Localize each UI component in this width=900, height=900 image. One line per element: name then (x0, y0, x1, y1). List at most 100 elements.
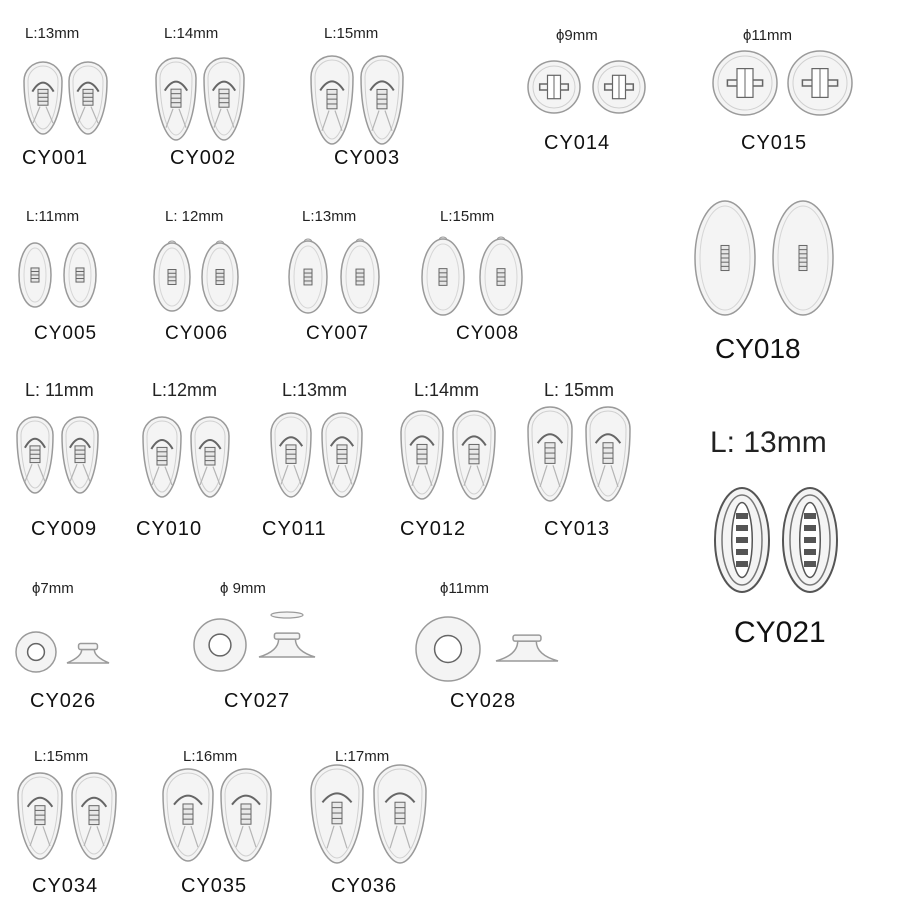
model-code: CY007 (306, 323, 370, 344)
item-cy012: L:14mm CY012 (392, 375, 507, 545)
model-code: CY015 (741, 132, 808, 154)
nose-pad-shape (340, 238, 380, 314)
screw-pad-top-view (193, 618, 247, 672)
pad-pair-image (16, 416, 99, 494)
dimension-label: L:14mm (164, 25, 219, 42)
dimension-label: ϕ9mm (556, 27, 598, 44)
nose-pad-shape (787, 50, 853, 116)
dimension-label: L: 15mm (544, 380, 615, 400)
nose-pad-shape (585, 406, 631, 502)
model-code: CY027 (224, 690, 291, 712)
item-cy027: ϕ 9mm CY027 (190, 575, 325, 720)
pad-pair-image (421, 236, 523, 316)
item-cy002: L:14mm CY002 (148, 20, 258, 180)
nose-pad-shape (153, 240, 191, 312)
pad-pair-image (694, 200, 834, 316)
dimension-label: L:15mm (34, 748, 89, 765)
model-code: CY013 (544, 518, 611, 540)
item-cy007: L:13mm CY007 (282, 205, 387, 355)
nose-pad-shape (18, 242, 52, 308)
model-code: CY036 (331, 875, 398, 897)
nose-pad-shape (321, 412, 363, 498)
screw-pad-top-view (15, 631, 57, 673)
dimension-label: ϕ 9mm (220, 580, 266, 597)
dimension-label: ϕ11mm (440, 580, 489, 597)
nose-pad-shape (694, 200, 756, 316)
dimension-label: L:14mm (414, 380, 480, 400)
nose-pad-shape (220, 768, 272, 862)
pad-pair-image (310, 764, 427, 864)
nose-pad-shape (527, 406, 573, 502)
pad-pair-image (18, 242, 97, 308)
dimension-label: L:13mm (302, 208, 357, 225)
pad-pair-image (527, 60, 646, 114)
pad-pair-image (15, 631, 110, 673)
pad-pair-image (400, 410, 496, 500)
model-code: CY009 (31, 518, 98, 540)
dimension-label: L:13mm (25, 25, 80, 42)
item-cy010: L:12mm CY010 (132, 375, 237, 545)
screw-pad-side-view (495, 634, 559, 662)
dimension-label: L:15mm (440, 208, 495, 225)
model-code: CY003 (334, 147, 401, 169)
nose-pad-shape (527, 60, 581, 114)
nose-pad-shape (782, 487, 838, 593)
model-code: CY014 (544, 132, 611, 154)
screw-pad-side-view (258, 632, 316, 658)
nose-pad-shape (23, 61, 63, 135)
dimension-label: L:16mm (183, 748, 238, 765)
model-code: CY012 (400, 518, 467, 540)
item-cy009: L: 11mm CY009 (5, 375, 115, 545)
model-code: CY002 (170, 147, 237, 169)
nose-pad-shape (400, 410, 444, 500)
model-code: CY005 (34, 323, 98, 344)
item-cy008: L:15mm CY008 (418, 205, 533, 355)
pad-pair-image (153, 240, 239, 312)
nose-pad-shape (61, 416, 99, 494)
nose-pad-shape (421, 236, 465, 316)
pad-pair-image (270, 412, 363, 498)
item-cy011: L:13mm CY011 (260, 375, 370, 545)
model-code: CY018 (715, 333, 801, 364)
nose-pad-shape (479, 236, 523, 316)
nose-pad-shape (310, 764, 364, 864)
nose-pad-shape (772, 200, 834, 316)
nose-pad-shape (373, 764, 427, 864)
nose-pad-shape (16, 416, 54, 494)
pad-pair-image (155, 57, 245, 141)
nose-pad-shape (712, 50, 778, 116)
model-code: CY034 (32, 875, 99, 897)
nose-pad-shape (142, 416, 182, 498)
model-code: CY035 (181, 875, 248, 897)
nose-pad-shape (714, 487, 770, 593)
model-code: CY001 (22, 147, 89, 169)
item-cy006: L: 12mm CY006 (145, 205, 250, 355)
nose-pad-shape (190, 416, 230, 498)
item-cy021: L: 13mm CY021 (700, 420, 850, 670)
item-cy005: L:11mm CY005 (10, 205, 110, 355)
item-cy036: L:17mm CY036 (305, 745, 435, 900)
nose-pad-shape (68, 61, 108, 135)
pad-pair-image (288, 238, 380, 314)
dimension-label: L: 13mm (710, 426, 827, 459)
pad-pair-image (415, 616, 559, 682)
item-cy001: L:13mm CY001 (10, 20, 110, 180)
dimension-label: ϕ7mm (32, 580, 74, 597)
dimension-label: L:15mm (324, 25, 379, 42)
dimension-label: ϕ11mm (743, 27, 792, 44)
nose-pad-shape (155, 57, 197, 141)
item-cy013: L: 15mm CY013 (520, 375, 640, 545)
item-cy003: L:15mm CY003 (302, 20, 417, 180)
nose-pad-shape (63, 242, 97, 308)
nose-pad-shape (360, 55, 404, 145)
pad-pair-image (712, 50, 853, 116)
screw-pad-side-view (66, 642, 110, 664)
model-code: CY010 (136, 518, 203, 540)
item-cy035: L:16mm CY035 (155, 745, 280, 900)
item-cy014: ϕ9mm CY014 (522, 25, 652, 165)
nose-pad-shape (592, 60, 646, 114)
dimension-label: L:13mm (282, 380, 348, 400)
nose-pad-shape (162, 768, 214, 862)
model-code: CY021 (734, 616, 826, 649)
